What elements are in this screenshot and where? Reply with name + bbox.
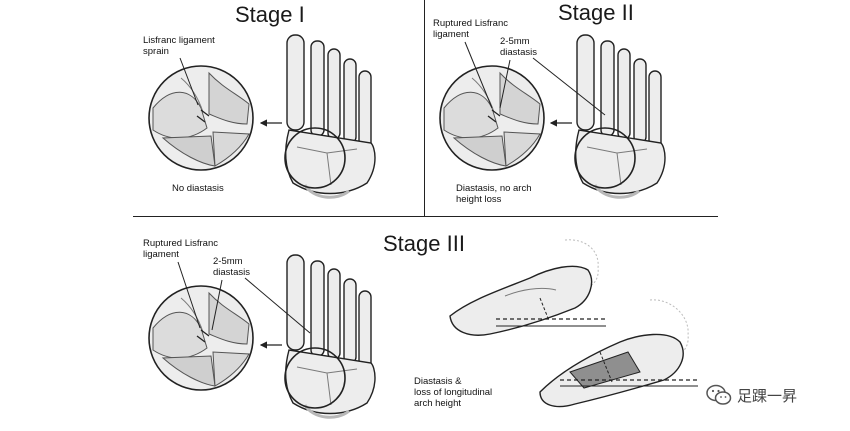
stage-1-zoom-circle	[149, 66, 253, 170]
watermark: 足踝一昇	[706, 384, 797, 406]
stage-3-foot	[285, 255, 375, 417]
stage-3-zoom-circle	[149, 286, 253, 390]
stage-2-zoom-circle	[440, 66, 544, 170]
lateral-foot-normal	[450, 240, 606, 335]
lateral-foot-collapsed	[540, 300, 698, 407]
stage-2-foot	[575, 35, 665, 197]
watermark-text: 足踝一昇	[737, 385, 797, 406]
stage-1-foot	[285, 35, 375, 197]
wechat-icon	[706, 384, 732, 406]
